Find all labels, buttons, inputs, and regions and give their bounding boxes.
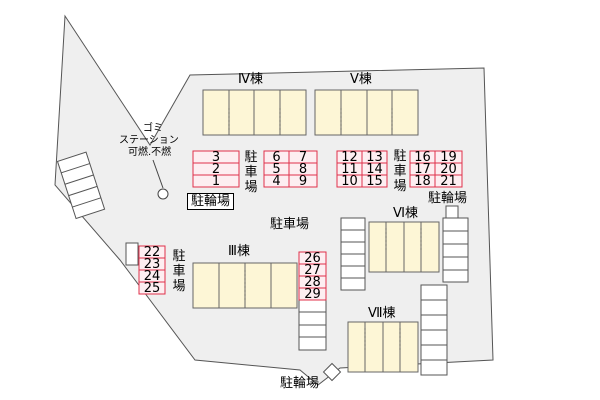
- garbage-station-leader: [152, 159, 164, 189]
- parking-label-vertical-1: 駐車場: [244, 150, 258, 195]
- garbage-station-label-1: ゴミ: [143, 123, 163, 134]
- parking-number-5: 5: [272, 162, 281, 177]
- parking-space-1: [192, 174, 240, 188]
- parking-number-20: 20: [440, 162, 457, 177]
- parking-number-4: 4: [272, 174, 281, 189]
- parking-number-8: 8: [298, 162, 308, 177]
- parking-number-26: 26: [304, 251, 321, 266]
- garbage-station-marker: [157, 188, 169, 200]
- building-vii-label: Ⅶ棟: [368, 306, 396, 321]
- building-iii-label: Ⅲ棟: [228, 244, 250, 259]
- building-v-label: Ⅴ棟: [350, 72, 372, 87]
- small-structure-left: [125, 242, 139, 266]
- bicycle-rack-lower-right: [420, 284, 448, 376]
- parking-number-3: 3: [211, 150, 221, 165]
- parking-lot-label: 駐車場: [270, 217, 310, 232]
- parking-number-15: 15: [366, 174, 383, 189]
- garbage-station-label-3: 可燃.不燃: [128, 147, 172, 158]
- building-vi: [368, 221, 440, 273]
- parking-grids: [138, 150, 463, 301]
- parking-number-21: 21: [440, 174, 457, 189]
- parking-number-25: 25: [143, 281, 161, 296]
- building-iv-label: Ⅳ棟: [238, 72, 263, 87]
- parking-number-2: 2: [211, 162, 221, 177]
- parking-number-12: 12: [341, 150, 358, 165]
- parking-number-29: 29: [304, 287, 321, 302]
- bicycle-rack-lower-center: [298, 299, 327, 351]
- parking-number-23: 23: [143, 257, 161, 272]
- parking-space-25: [138, 281, 166, 295]
- parking-number-7: 7: [298, 150, 308, 165]
- building-iv: [202, 89, 307, 136]
- parking-number-10: 10: [341, 174, 358, 189]
- parking-label-vertical-2: 駐車場: [393, 149, 407, 194]
- parking-number-28: 28: [304, 275, 321, 290]
- parking-label-vertical-3: 駐車場: [172, 249, 186, 294]
- parking-number-6: 6: [272, 150, 281, 165]
- parking-number-27: 27: [304, 263, 321, 278]
- small-structure-right: [445, 205, 459, 219]
- bicycle-rack-center: [340, 217, 366, 291]
- parking-space-9: [288, 174, 318, 188]
- parking-number-13: 13: [366, 150, 383, 165]
- parking-number-17: 17: [414, 162, 431, 177]
- parking-number-24: 24: [143, 269, 161, 284]
- bicycle-parking-label-3: 駐輪場: [280, 376, 320, 391]
- parking-number-1: 1: [211, 174, 221, 189]
- parking-number-22: 22: [143, 245, 161, 260]
- bicycle-parking-label-1: 駐輪場: [187, 193, 235, 210]
- parking-space-21: [434, 174, 463, 188]
- building-v: [314, 89, 419, 136]
- bicycle-rack-right: [442, 217, 469, 283]
- parking-number-16: 16: [414, 150, 431, 165]
- parking-space-29: [298, 287, 327, 301]
- building-iii: [192, 262, 298, 309]
- garbage-station-label-2: ステーション: [119, 135, 179, 146]
- bicycle-parking-label-2: 駐輪場: [428, 191, 468, 206]
- parking-space-15: [361, 174, 388, 188]
- parking-number-18: 18: [414, 174, 431, 189]
- parking-number-19: 19: [440, 150, 457, 165]
- parking-number-9: 9: [298, 174, 308, 189]
- parking-number-14: 14: [366, 162, 383, 177]
- bicycle-rack-left: [56, 151, 106, 220]
- building-vi-label: Ⅵ棟: [393, 206, 418, 221]
- building-vii: [347, 321, 419, 373]
- bicycle-shed-bottom: [322, 362, 342, 382]
- parking-number-11: 11: [341, 162, 358, 177]
